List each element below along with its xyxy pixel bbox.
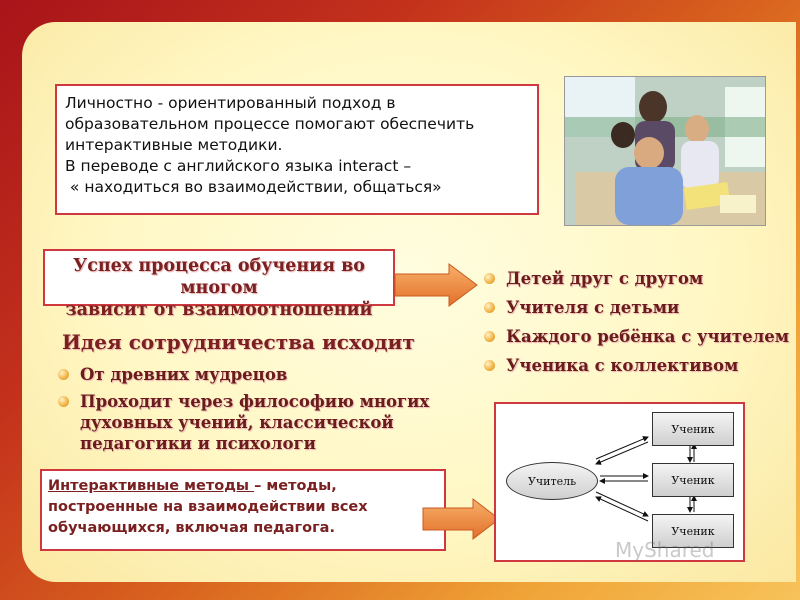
- definition-end: .: [329, 520, 335, 536]
- list-item: Детей друг с другом: [478, 267, 789, 296]
- list-item: От древних мудрецов: [52, 364, 432, 385]
- relation-text: Каждого ребёнка с учителем: [506, 327, 790, 346]
- bullet-icon: [484, 273, 495, 284]
- intro-line-4: В переводе с английского языка interact …: [65, 157, 412, 175]
- definition-term: Интерактивные методы: [48, 478, 255, 494]
- definition-box: Интерактивные методы – методы, построенн…: [40, 469, 446, 551]
- relation-text: Учителя с детьми: [506, 298, 680, 317]
- list-item: Учителя с детьми: [478, 296, 789, 325]
- cooperation-text: От древних мудрецов: [80, 365, 288, 384]
- intro-line-2: образовательном процессе помогают обеспе…: [65, 115, 475, 133]
- cooperation-list: От древних мудрецов Проходит через филос…: [52, 364, 432, 460]
- diagram-node-student: Ученик: [652, 514, 734, 548]
- diagram-node-student: Ученик: [652, 412, 734, 446]
- relation-text: Детей друг с другом: [506, 269, 704, 288]
- watermark-text: MyShared: [615, 538, 715, 562]
- intro-line-3: интерактивные методики.: [65, 136, 283, 154]
- intro-line-1: Личностно - ориентированный подход в: [65, 94, 396, 112]
- intro-text-box: Личностно - ориентированный подход в обр…: [55, 84, 539, 215]
- arrow-right-icon: [422, 497, 500, 541]
- watermark-logo: MyShared: [615, 538, 765, 568]
- bullet-icon: [484, 302, 495, 313]
- diagram-arrows: [595, 436, 697, 522]
- success-box: Успех процесса обучения во многом зависи…: [43, 249, 395, 320]
- bullet-icon: [484, 360, 495, 371]
- classroom-photo-image: [565, 77, 765, 225]
- arrow-right-icon: [394, 263, 478, 307]
- cooperation-heading: Идея сотрудничества исходит: [62, 330, 415, 354]
- relation-text: Ученика с коллективом: [506, 356, 739, 375]
- list-item: Ученика с коллективом: [478, 354, 789, 383]
- bullet-icon: [484, 331, 495, 342]
- intro-line-5: « находиться во взаимодействии, общаться…: [65, 178, 442, 196]
- bullet-icon: [58, 369, 69, 380]
- bullet-icon: [58, 396, 69, 407]
- relations-list: Детей друг с другом Учителя с детьми Каж…: [478, 267, 789, 383]
- interaction-diagram: Учитель Ученик Ученик Ученик: [494, 402, 745, 562]
- diagram-node-teacher: Учитель: [506, 462, 598, 500]
- cooperation-text: Проходит через философию многих духовных…: [80, 392, 430, 453]
- success-line-2: зависит от взаимоотношений: [65, 300, 373, 320]
- diagram-node-student: Ученик: [652, 463, 734, 497]
- classroom-photo: [564, 76, 766, 226]
- success-line-1: Успех процесса обучения во многом: [73, 256, 365, 298]
- definition-text: – методы, построенные на взаимодействии …: [48, 478, 368, 536]
- list-item: Проходит через философию многих духовных…: [52, 391, 432, 454]
- list-item: Каждого ребёнка с учителем: [478, 325, 789, 354]
